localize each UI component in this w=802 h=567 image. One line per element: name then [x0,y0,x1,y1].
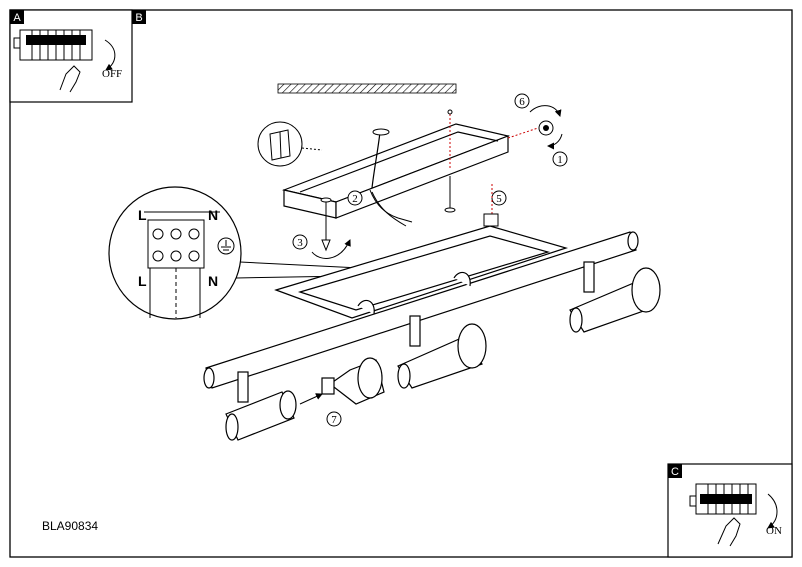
rotate-arrow-icon [104,39,116,71]
rotate-arrow-screw [311,239,351,259]
hand-icon-c [717,517,741,547]
spot-right [569,261,661,333]
panel-c: C ON [667,463,793,558]
panel-a-letter: A [13,12,21,24]
step-5: 5 [491,190,507,206]
svg-text:7: 7 [331,414,337,426]
step-1: 1 [552,151,568,167]
gu10-bulb [321,357,385,405]
screw-hole-top [447,109,453,115]
terminal-block-detail: L N L N [108,186,361,320]
wire-label-l-bottom: L [138,273,147,289]
panel-b-marker: B [132,10,146,24]
svg-text:6: 6 [519,96,525,108]
rotate-arrow-icon-c [767,493,778,529]
plate-bracket [483,213,499,227]
mounting-box [281,123,511,219]
breaker-icon-c [689,483,757,515]
step-3: 3 [292,234,308,250]
svg-text:3: 3 [297,237,303,249]
panel-b-letter: B [135,12,142,24]
base-plate [274,225,569,319]
panel-c-letter: C [671,466,679,478]
screw-left [320,197,332,252]
bulb-insert-arrow [299,393,323,405]
svg-text:2: 2 [352,193,358,205]
spot-middle [397,315,487,389]
spot-rail [203,231,639,389]
screw-right [444,176,456,213]
breaker-icon [13,29,93,61]
wall-plug-detail [257,121,323,167]
guide-line-knob [507,127,539,139]
wire-bundle-2 [371,191,407,227]
power-cable [371,131,381,189]
ceiling-hole [372,128,390,136]
wire-label-n-bottom: N [208,273,218,289]
earth-icon [217,237,235,255]
wire-label-n-top: N [208,207,218,223]
panel-c-caption: ON [766,525,782,537]
step-7: 7 [326,411,342,427]
spot-left [225,371,297,441]
wire-label-l-top: L [138,207,147,223]
svg-text:1: 1 [557,154,563,166]
model-code: BLA90834 [42,519,98,533]
hand-icon [59,65,81,93]
fixing-knob [529,105,563,150]
ceiling-hatch [277,83,457,94]
panel-a-caption: OFF [102,68,122,80]
svg-text:5: 5 [496,193,502,205]
step-6: 6 [514,93,530,109]
page-frame [9,9,793,558]
step-2: 2 [347,190,363,206]
panel-a: A OFF [9,9,133,103]
